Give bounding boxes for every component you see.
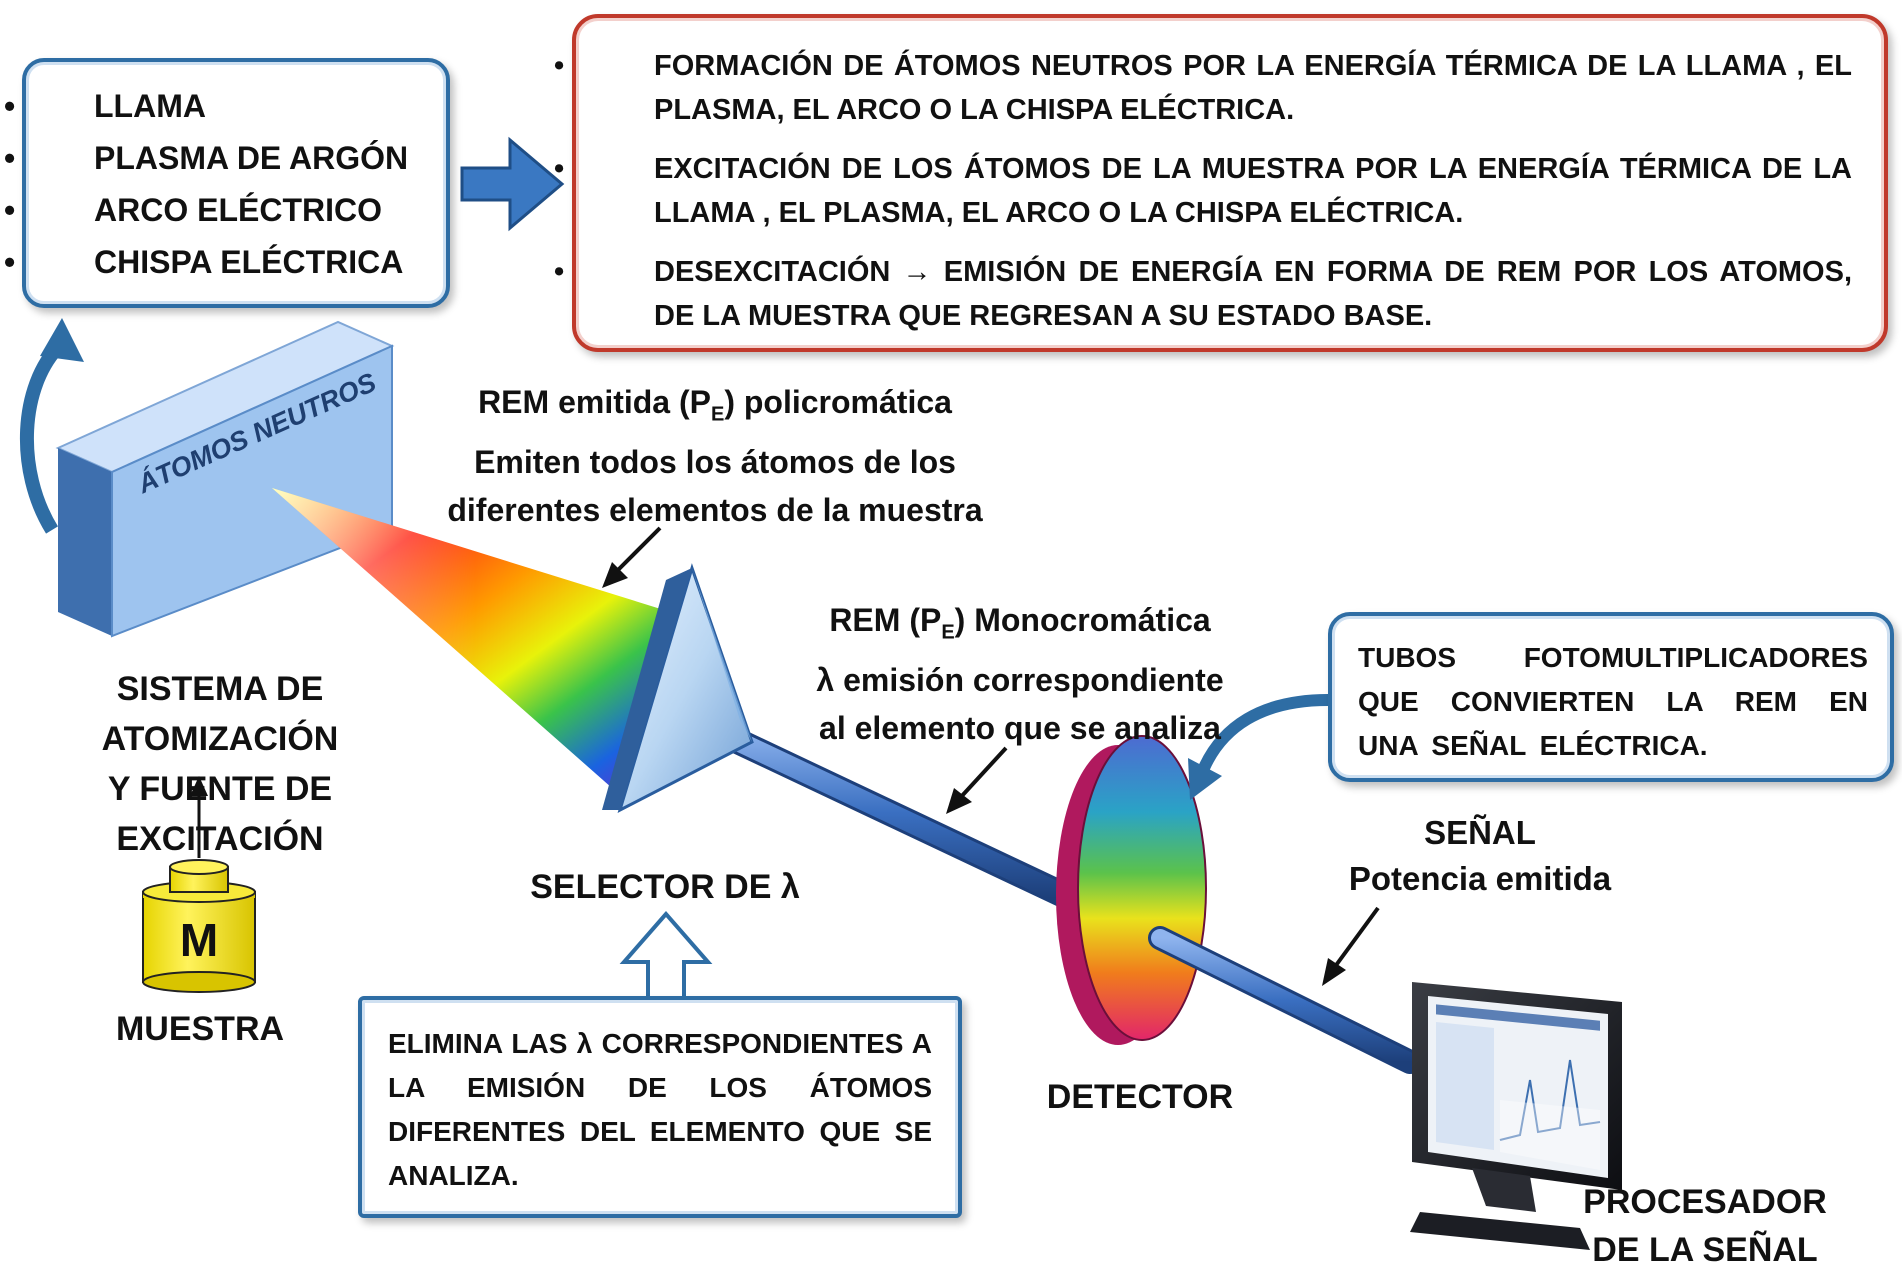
polychromatic-line-1: REM emitida (PE) policromática xyxy=(430,378,1000,438)
polychromatic-text: REM emitida (P xyxy=(478,384,711,420)
excitation-sources-list: LLAMA PLASMA DE ARGÓN ARCO ELÉCTRICO CHI… xyxy=(4,80,408,288)
selector-explanation-text: ELIMINA LAS λ CORRESPONDIENTES A LA EMIS… xyxy=(388,1028,932,1191)
atoms-block xyxy=(55,320,395,638)
sample-label: MUESTRA xyxy=(115,1010,285,1048)
process-steps-box: FORMACIÓN DE ÁTOMOS NEUTROS POR LA ENERG… xyxy=(554,14,1888,353)
sample-symbol: M xyxy=(179,914,219,966)
monochromatic-line-2: λ emisión correspondiente xyxy=(816,662,1224,699)
monochromatic-text: REM (P xyxy=(829,602,942,638)
signal-line-2: Potencia emitida xyxy=(1348,860,1612,897)
beam-prism-to-detector xyxy=(697,715,1083,911)
polychromatic-label: REM emitida (PE) policromática Emiten to… xyxy=(430,378,1000,534)
list-item: LLAMA xyxy=(4,80,408,132)
process-steps-list: FORMACIÓN DE ÁTOMOS NEUTROS POR LA ENERG… xyxy=(554,44,1852,353)
polychromatic-text: ) policromática xyxy=(724,384,952,420)
arrow-up-icon xyxy=(190,776,208,858)
list-item: CHISPA ELÉCTRICA xyxy=(4,236,408,288)
selector-explanation-box: ELIMINA LAS λ CORRESPONDIENTES A LA EMIS… xyxy=(358,996,962,1218)
pointer-arrow-icon xyxy=(602,526,662,588)
atomization-line-1: SISTEMA DE ATOMIZACIÓN xyxy=(101,670,339,758)
pointer-arrow-icon xyxy=(946,746,1008,814)
monochromatic-subscript: E xyxy=(941,621,955,644)
list-item: DESEXCITACIÓN → EMISIÓN DE ENERGÍA EN FO… xyxy=(554,250,1852,338)
prism xyxy=(602,563,754,813)
polychromatic-line-2: Emiten todos los átomos de los xyxy=(474,444,956,481)
hollow-arrow-up-icon xyxy=(619,910,713,1000)
processor-label: PROCESADOR DE LA SEÑAL xyxy=(1560,1178,1850,1274)
fan-highlight xyxy=(272,488,680,788)
detector-label: DETECTOR xyxy=(1046,1078,1234,1116)
pointer-arrow-icon xyxy=(1322,906,1380,986)
monochromatic-text: ) Monocromática xyxy=(954,602,1211,638)
excitation-sources-box: LLAMA PLASMA DE ARGÓN ARCO ELÉCTRICO CHI… xyxy=(4,58,450,308)
curved-arrow-icon xyxy=(1188,694,1329,800)
monitor-icon xyxy=(1410,982,1622,1250)
list-item: EXCITACIÓN DE LOS ÁTOMOS DE LA MUESTRA P… xyxy=(554,147,1852,235)
list-item: ARCO ELÉCTRICO xyxy=(4,184,408,236)
monochromatic-line-3: al elemento que se analiza xyxy=(819,710,1221,747)
sample-container xyxy=(142,859,256,993)
selector-label: SELECTOR DE λ xyxy=(530,868,800,906)
polychromatic-line-3: diferentes elementos de la muestra xyxy=(447,492,983,529)
monochromatic-label: REM (PE) Monocromática λ emisión corresp… xyxy=(780,596,1260,752)
atomization-label: SISTEMA DE ATOMIZACIÓN Y FUENTE DE EXCIT… xyxy=(0,664,440,864)
atomization-line-2: Y FUENTE DE EXCITACIÓN xyxy=(107,770,333,858)
curved-arrow-up-icon xyxy=(19,318,84,534)
signal-label: SEÑAL Potencia emitida xyxy=(1330,810,1630,902)
photomultiplier-box: TUBOS FOTOMULTIPLICADORES QUE CONVIERTEN… xyxy=(1328,612,1894,782)
processor-line-1: PROCESADOR xyxy=(1583,1183,1827,1221)
list-item: FORMACIÓN DE ÁTOMOS NEUTROS POR LA ENERG… xyxy=(554,44,1852,132)
block-arrow-right-icon xyxy=(460,136,565,232)
list-item: PLASMA DE ARGÓN xyxy=(4,132,408,184)
processor-line-2: DE LA SEÑAL xyxy=(1592,1231,1818,1269)
photomultiplier-text: TUBOS FOTOMULTIPLICADORES QUE CONVIERTEN… xyxy=(1358,642,1868,761)
monochromatic-line-1: REM (PE) Monocromática xyxy=(780,596,1260,656)
signal-line-1: SEÑAL xyxy=(1424,814,1536,851)
detector-disk xyxy=(1056,735,1207,1045)
beam-detector-to-processor xyxy=(1148,926,1422,1074)
polychromatic-subscript: E xyxy=(710,403,725,426)
